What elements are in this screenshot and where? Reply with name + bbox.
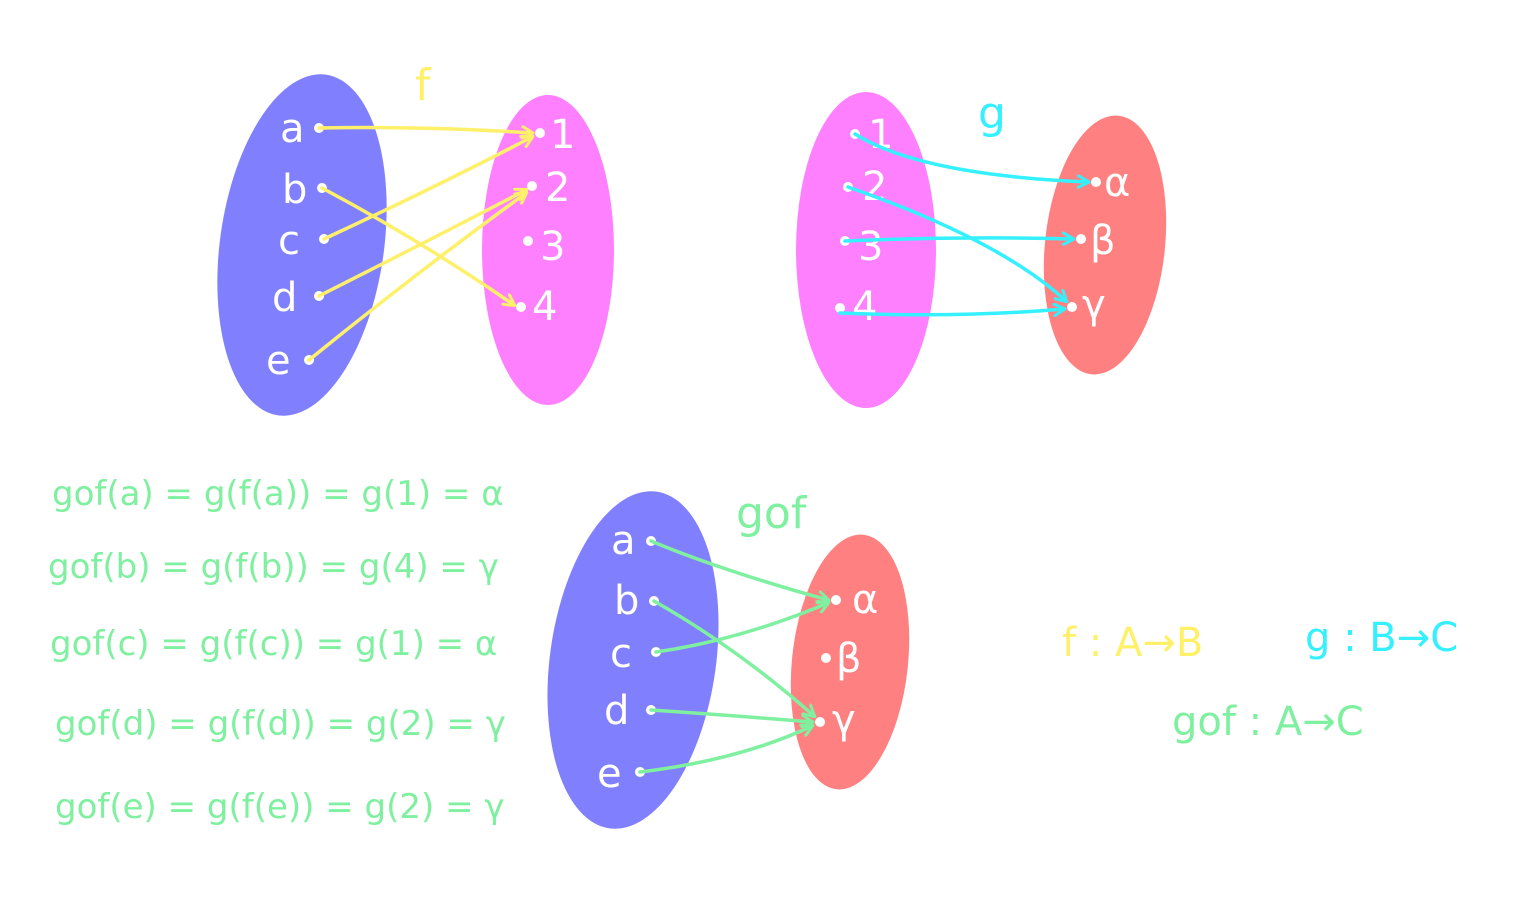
domain-label-c: c — [278, 218, 300, 264]
point2-beta — [821, 653, 831, 663]
arrow-d-to-2 — [317, 190, 526, 298]
codomain-label-2: 2 — [545, 165, 570, 211]
domain2-label-a: a — [611, 518, 636, 564]
arrow2-a-to-alpha — [649, 539, 828, 600]
function-g-label: g — [978, 88, 1006, 139]
domain-label-2: 2 — [862, 164, 887, 210]
point-2 — [527, 181, 537, 191]
point-1 — [535, 128, 545, 138]
diagram-f: f a b c d e 1 2 3 4 — [217, 60, 614, 416]
gof-domain-labels: a b c d e — [597, 518, 639, 797]
equations-list: gof(a) = g(f(a)) = g(1) = α gof(b) = g(f… — [48, 474, 506, 827]
codomain-label-alpha: α — [1104, 160, 1130, 206]
function-gof-label: gof — [736, 488, 808, 539]
equation-e: gof(e) = g(f(e)) = g(2) = γ — [55, 787, 505, 827]
f-signature: f : A→B — [1062, 620, 1203, 666]
codomain-label-1: 1 — [550, 112, 575, 158]
equation-a: gof(a) = g(f(a)) = g(1) = α — [52, 474, 504, 514]
arrow2-e-to-gamma — [638, 726, 812, 774]
arrow-2-to-gamma — [846, 185, 1066, 301]
equation-d: gof(d) = g(f(d)) = g(2) = γ — [55, 704, 506, 744]
arrow2-d-to-gamma — [649, 708, 812, 722]
g-arrows — [838, 132, 1088, 315]
domain-label-e: e — [266, 338, 291, 384]
point2-alpha — [831, 595, 841, 605]
signatures: f : A→B g : B→C gof : A→C — [1062, 615, 1458, 745]
equation-b: gof(b) = g(f(b)) = g(4) = γ — [48, 547, 499, 587]
diagram-g: g 1 2 3 4 α β γ — [796, 88, 1167, 408]
point-beta — [1076, 234, 1086, 244]
codomain2-label-alpha: α — [852, 577, 878, 623]
codomain-label-beta: β — [1090, 218, 1116, 264]
f-codomain-labels: 1 2 3 4 — [532, 112, 575, 330]
set-a2-blob — [547, 491, 719, 829]
arrow-e-to-2 — [307, 193, 526, 362]
arrow-4-to-gamma — [838, 309, 1064, 315]
domain2-label-e: e — [597, 751, 622, 797]
arrow-a-to-1 — [317, 128, 532, 133]
equation-c: gof(c) = g(f(c)) = g(1) = α — [50, 624, 497, 664]
point-g4 — [835, 303, 845, 313]
domain-label-4: 4 — [852, 284, 877, 330]
arrow-3-to-beta — [843, 238, 1073, 241]
point-4 — [516, 302, 526, 312]
g-domain-labels: 1 2 3 4 — [852, 112, 893, 330]
g-codomain-labels: α β γ — [1082, 160, 1130, 328]
codomain2-label-beta: β — [836, 636, 862, 682]
domain2-label-d: d — [604, 688, 629, 734]
arrow2-c-to-alpha — [654, 603, 828, 654]
domain2-label-b: b — [614, 578, 639, 624]
set-b2-blob — [796, 92, 936, 408]
domain-label-d: d — [272, 275, 297, 321]
point2-gamma — [815, 717, 825, 727]
g-signature: g : B→C — [1305, 615, 1458, 661]
function-f-label: f — [415, 60, 432, 111]
point-gamma — [1067, 302, 1077, 312]
domain-label-a: a — [280, 106, 305, 152]
codomain2-label-gamma: γ — [832, 697, 856, 743]
gof-codomain-labels: α β γ — [832, 577, 878, 743]
domain-label-3: 3 — [858, 224, 883, 270]
arrow2-b-to-gamma — [652, 599, 814, 716]
gof-signature: gof : A→C — [1172, 699, 1364, 745]
arrow-c-to-1 — [322, 137, 532, 241]
gof-arrows — [638, 539, 828, 774]
codomain-label-4: 4 — [532, 284, 557, 330]
point-alpha — [1091, 177, 1101, 187]
domain2-label-c: c — [610, 631, 632, 677]
codomain-label-gamma: γ — [1082, 282, 1106, 328]
domain-label-b: b — [282, 167, 307, 213]
arrow-1-to-alpha — [853, 132, 1088, 182]
codomain-label-3: 3 — [540, 224, 565, 270]
f-domain-labels: a b c d e — [266, 106, 307, 384]
f-arrows — [307, 128, 532, 362]
g-points — [835, 129, 1101, 313]
set-b-blob — [482, 95, 614, 405]
diagram-gof: gof a b c d e α β γ — [547, 488, 910, 829]
point-3 — [523, 236, 533, 246]
